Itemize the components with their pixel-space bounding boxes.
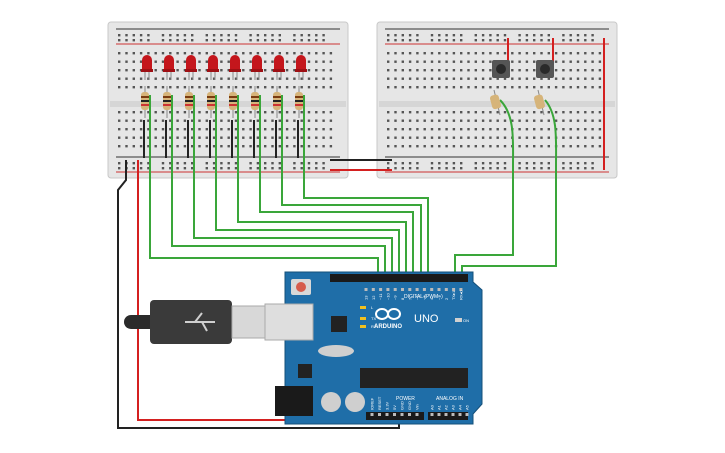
pin-label: RX◂0	[458, 289, 463, 300]
breadboard-right-holes	[387, 34, 602, 170]
tx-label: TX	[371, 316, 376, 321]
pushbutton-1[interactable]	[492, 60, 510, 78]
resistor-2	[163, 86, 171, 158]
pin-label: ~9	[393, 295, 398, 300]
led-signal-wires[interactable]	[149, 95, 558, 275]
capacitor-2	[345, 392, 365, 412]
resistor-1	[141, 86, 149, 158]
resistor-5	[229, 86, 237, 158]
reset-button[interactable]	[296, 282, 306, 292]
pin-label: 12	[371, 295, 376, 300]
power-jack	[275, 386, 313, 416]
pin-label: 2	[444, 297, 449, 300]
led-3[interactable]	[185, 55, 197, 80]
pin-label: ~6	[415, 295, 420, 300]
pin-label: TX▸1	[451, 290, 456, 300]
pin-label: GND	[400, 401, 405, 410]
power-header-label: POWER	[396, 396, 415, 402]
button-resistor-1	[489, 89, 501, 116]
pin-label: ~11	[378, 293, 383, 300]
resistor-3	[185, 86, 193, 158]
resistor-6	[251, 86, 259, 158]
l-led-label: L	[371, 305, 374, 310]
pin-label: 3.3V	[385, 401, 390, 410]
wire-gnd-black[interactable]	[117, 160, 400, 429]
analog-header-label: ANALOG IN	[436, 396, 464, 402]
pin-label: A3	[451, 404, 456, 410]
pin-label: 5V	[392, 405, 397, 410]
wire-led-1	[149, 95, 379, 275]
pin-label: 4	[429, 297, 434, 300]
usb-chip	[331, 316, 347, 332]
arduino-logo-icon	[375, 308, 401, 320]
crystal	[318, 345, 354, 357]
pin-label: RESET	[377, 396, 382, 410]
led-row	[141, 55, 307, 80]
model-label: UNO	[414, 313, 439, 325]
led-1[interactable]	[141, 55, 153, 80]
pin-label: Vin	[415, 404, 420, 410]
wire-led-3	[193, 95, 393, 275]
analog-header[interactable]	[428, 412, 468, 420]
wire-led-5	[237, 95, 407, 275]
pin-label: ~10	[385, 292, 390, 300]
usb-cable[interactable]	[124, 300, 267, 344]
brand-label: ARDUINO	[374, 324, 402, 330]
resistor-8	[295, 86, 303, 158]
resistor-row	[141, 86, 303, 158]
led-5[interactable]	[229, 55, 241, 80]
led-6[interactable]	[251, 55, 263, 80]
resistor-7	[273, 86, 281, 158]
led-8[interactable]	[295, 55, 307, 80]
wire-button-1	[454, 99, 515, 275]
resistor-4	[207, 86, 215, 158]
capacitor-1	[321, 392, 341, 412]
pin-label: 8	[400, 297, 405, 300]
regulator	[298, 364, 312, 378]
wire-led-8	[303, 95, 429, 275]
wire-led-2	[171, 95, 386, 275]
pin-label: A0	[430, 404, 435, 410]
pin-label: GND	[407, 401, 412, 410]
atmega-chip	[360, 368, 468, 388]
pin-label: ~3	[437, 295, 442, 300]
usb-port	[264, 303, 314, 341]
wire-led-7	[281, 95, 422, 275]
pin-label: IOREF	[370, 397, 375, 410]
led-2[interactable]	[163, 55, 175, 80]
pin-label: ~5	[422, 295, 427, 300]
digital-header[interactable]	[330, 274, 468, 282]
pin-label: 13	[364, 295, 369, 300]
rx-label: RX	[371, 324, 377, 329]
digital-header-label: DIGITAL (PWM~)	[404, 294, 443, 300]
pushbutton-2[interactable]	[536, 60, 554, 78]
wire-led-6	[259, 95, 414, 275]
pin-label: A2	[444, 404, 449, 410]
pin-label: A4	[458, 404, 463, 410]
led-7[interactable]	[273, 55, 285, 80]
wire-led-4	[215, 95, 400, 275]
wire-button-2	[461, 99, 558, 275]
pin-label: A5	[465, 404, 470, 410]
button-resistor-2	[533, 89, 545, 116]
usb-icon	[185, 312, 215, 332]
breadboard-left-holes	[118, 34, 333, 170]
pin-label: A1	[437, 404, 442, 410]
on-label: ON	[463, 318, 469, 323]
led-4[interactable]	[207, 55, 219, 80]
pin-label: 7	[407, 297, 412, 300]
